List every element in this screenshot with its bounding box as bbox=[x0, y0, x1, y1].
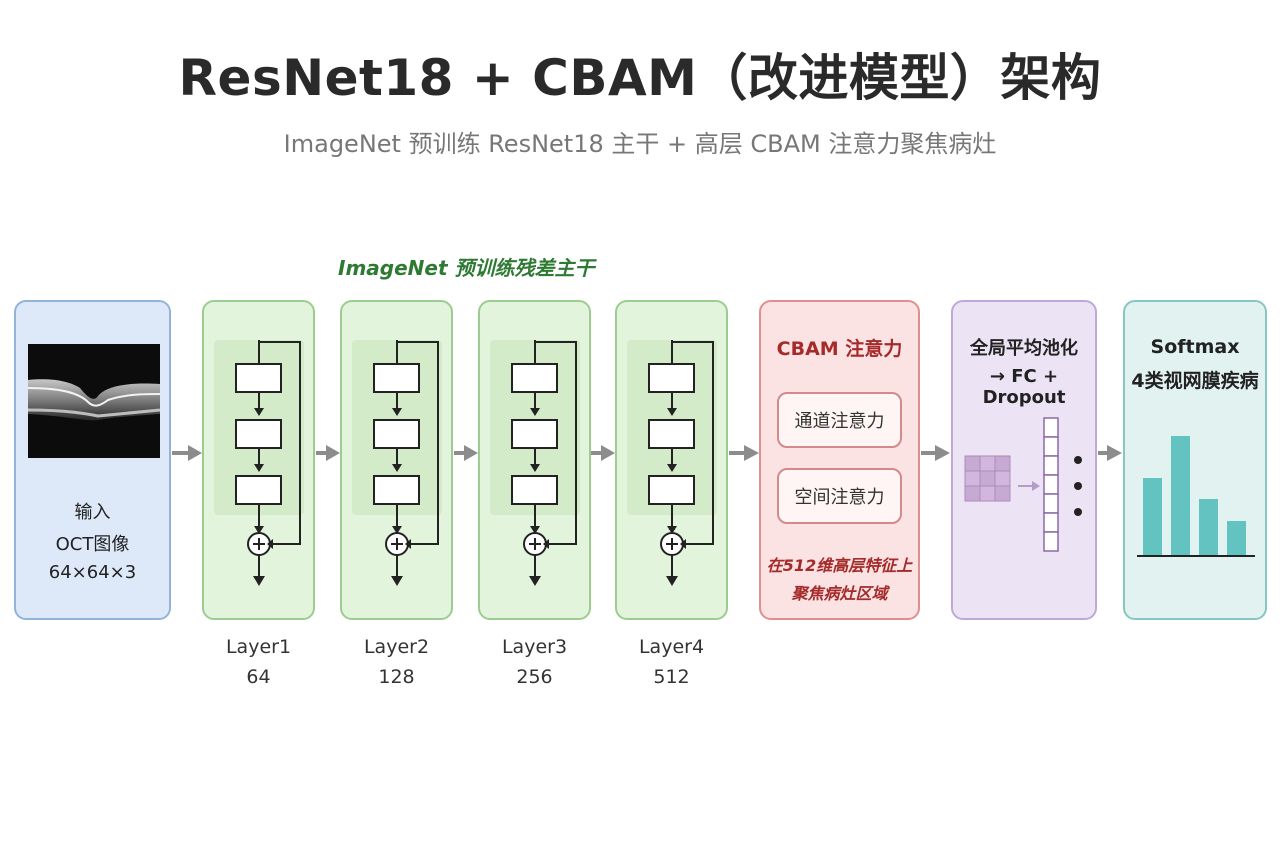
prob-bar-1 bbox=[1143, 478, 1162, 556]
diagram-subtitle: ImageNet 预训练 ResNet18 主干 + 高层 CBAM 注意力聚焦… bbox=[283, 130, 997, 158]
prob-bar-3 bbox=[1199, 499, 1218, 556]
residual-block-icon bbox=[648, 340, 714, 586]
oct-scan-image bbox=[28, 344, 160, 458]
prob-bar-2 bbox=[1171, 436, 1190, 556]
residual-block-icon bbox=[373, 340, 439, 586]
arrow-cbam-to-pooling bbox=[921, 445, 950, 461]
input-label-3: 64×64×3 bbox=[48, 562, 137, 583]
pooling-fc-icon bbox=[964, 417, 1082, 552]
layer4-box bbox=[615, 300, 728, 620]
layer1-channels: 64 bbox=[246, 666, 271, 688]
pooling-title-2: → FC + Dropout bbox=[982, 366, 1066, 408]
layer1-name: Layer1 bbox=[225, 636, 292, 658]
diagram-title: ResNet18 + CBAM（改进模型）架构 bbox=[178, 49, 1102, 107]
input-label-2: OCT图像 bbox=[55, 534, 130, 555]
fc-vector-icon bbox=[1043, 417, 1059, 552]
cbam-title: CBAM 注意力 bbox=[776, 338, 903, 360]
input-box: 输入 OCT图像 64×64×3 bbox=[14, 300, 171, 620]
pool-arrow-icon bbox=[1018, 481, 1040, 491]
layer2-channels: 128 bbox=[378, 666, 415, 688]
pooling-title-1: 全局平均池化 bbox=[970, 338, 1078, 359]
layer4-channels: 512 bbox=[653, 666, 690, 688]
cbam-note-1: 在512维高层特征上 bbox=[766, 556, 913, 575]
layer1-box bbox=[202, 300, 315, 620]
pooling-box: 全局平均池化 → FC + Dropout bbox=[951, 300, 1097, 620]
ellipsis-dots-icon bbox=[1074, 456, 1082, 516]
class-probability-bars-icon bbox=[1137, 436, 1255, 557]
residual-block-icon bbox=[235, 340, 301, 586]
layer4-name: Layer4 bbox=[638, 636, 705, 658]
arrow-pooling-to-softmax bbox=[1098, 445, 1122, 461]
cbam-box: CBAM 注意力 通道注意力 空间注意力 在512维高层特征上 聚焦病灶区域 bbox=[759, 300, 920, 620]
cbam-note-2: 聚焦病灶区域 bbox=[791, 584, 888, 603]
feature-map-grid-icon bbox=[964, 455, 1011, 502]
arrow-layer4-to-cbam bbox=[729, 445, 759, 461]
residual-block-icon bbox=[511, 340, 577, 586]
channel-attention-block: 通道注意力 bbox=[777, 392, 902, 448]
input-label-1: 输入 bbox=[74, 502, 111, 523]
layer3-box bbox=[478, 300, 591, 620]
softmax-title-1: Softmax bbox=[1150, 336, 1240, 358]
arrow-layer1-to-layer2 bbox=[316, 445, 340, 461]
prob-bar-4 bbox=[1227, 521, 1246, 556]
softmax-box: Softmax 4类视网膜疾病 bbox=[1123, 300, 1267, 620]
layer3-name: Layer3 bbox=[501, 636, 568, 658]
arrow-layer2-to-layer3 bbox=[454, 445, 478, 461]
layer2-name: Layer2 bbox=[363, 636, 430, 658]
backbone-caption: ImageNet 预训练残差主干 bbox=[338, 256, 595, 280]
layer3-channels: 256 bbox=[516, 666, 553, 688]
arrow-input-to-layer1 bbox=[172, 445, 202, 461]
spatial-attention-block: 空间注意力 bbox=[777, 468, 902, 524]
arrow-layer3-to-layer4 bbox=[591, 445, 615, 461]
softmax-title-2: 4类视网膜疾病 bbox=[1131, 370, 1259, 392]
layer2-box bbox=[340, 300, 453, 620]
